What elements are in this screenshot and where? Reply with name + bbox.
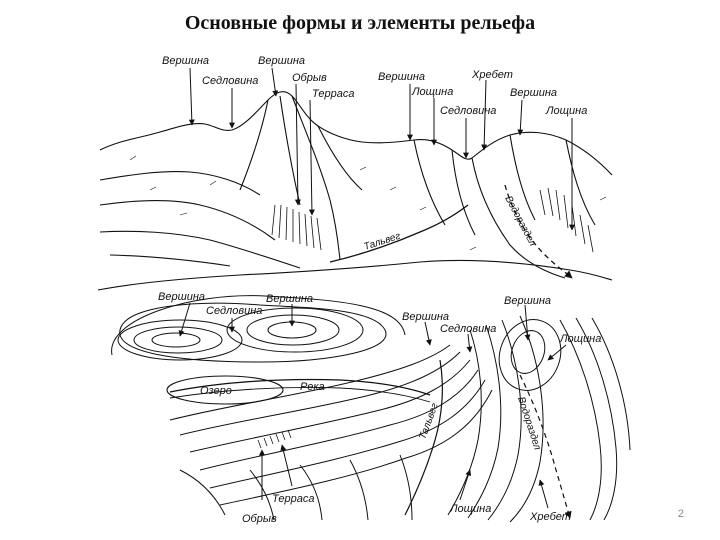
landscape-label-loshchina-2: Лощина (545, 105, 587, 117)
landscape-vodorazdel-line (504, 184, 573, 279)
landscape-label-sedlovina-1: Седловина (202, 75, 258, 87)
landscape-label-terrasa: Терраса (312, 88, 354, 100)
landscape-label-vershina-2: Вершина (258, 55, 305, 67)
map-label-reka: Река (300, 381, 325, 393)
map-label-terrasa: Терраса (272, 493, 314, 505)
landscape-label-obryv: Обрыв (292, 72, 327, 84)
landscape-label-vershina-1: Вершина (162, 55, 209, 67)
map-talveg-line (404, 359, 443, 516)
map-label-vershina-1: Вершина (158, 291, 205, 303)
landscape-skyline (99, 91, 613, 176)
map-label-ozero: Озеро (200, 385, 232, 397)
page-number: 2 (677, 508, 684, 520)
landscape-label-vodorazdel: Водораздел (502, 194, 538, 248)
contour-map (111, 295, 631, 523)
map-label-talveg: Тальвег (417, 402, 440, 441)
landscape-drawing (97, 91, 613, 291)
landscape-label-sedlovina-2: Седловина (440, 105, 496, 117)
map-label-vershina-4: Вершина (504, 295, 551, 307)
landscape-label-khrebet: Хребет (471, 69, 513, 81)
map-label-sedlovina-1: Седловина (206, 305, 262, 317)
map-label-vershina-2: Вершина (266, 293, 313, 305)
landscape-label-talveg: Тальвег (363, 231, 402, 253)
map-label-loshchina-2: Лощина (449, 503, 491, 515)
landscape-leaders (188, 67, 575, 231)
slide-title: Основные формы и элементы рельефа (184, 12, 536, 34)
landscape-cliff-hatching (271, 204, 322, 251)
map-label-loshchina-1: Лощина (559, 333, 601, 345)
map-label-obryv: Обрыв (242, 513, 277, 525)
map-river (169, 378, 431, 396)
map-label-khrebet: Хребет (529, 511, 571, 523)
landscape-labels: Вершина Седловина Вершина Обрыв Терраса … (162, 55, 587, 253)
landscape-talveg-line (329, 204, 469, 263)
landscape-gully-hatching (539, 187, 594, 253)
landscape-ground (97, 259, 613, 291)
map-label-sedlovina-2: Седловина (440, 323, 496, 335)
map-cliff-ticks (257, 429, 292, 449)
landscape-label-vershina-4: Вершина (510, 87, 557, 99)
map-vodorazdel-line (519, 374, 572, 519)
landscape-label-vershina-3: Вершина (378, 71, 425, 83)
landscape-label-loshchina-1: Лощина (411, 86, 453, 98)
map-label-vershina-3: Вершина (402, 311, 449, 323)
map-lake (166, 375, 284, 405)
map-leaders (178, 302, 567, 509)
